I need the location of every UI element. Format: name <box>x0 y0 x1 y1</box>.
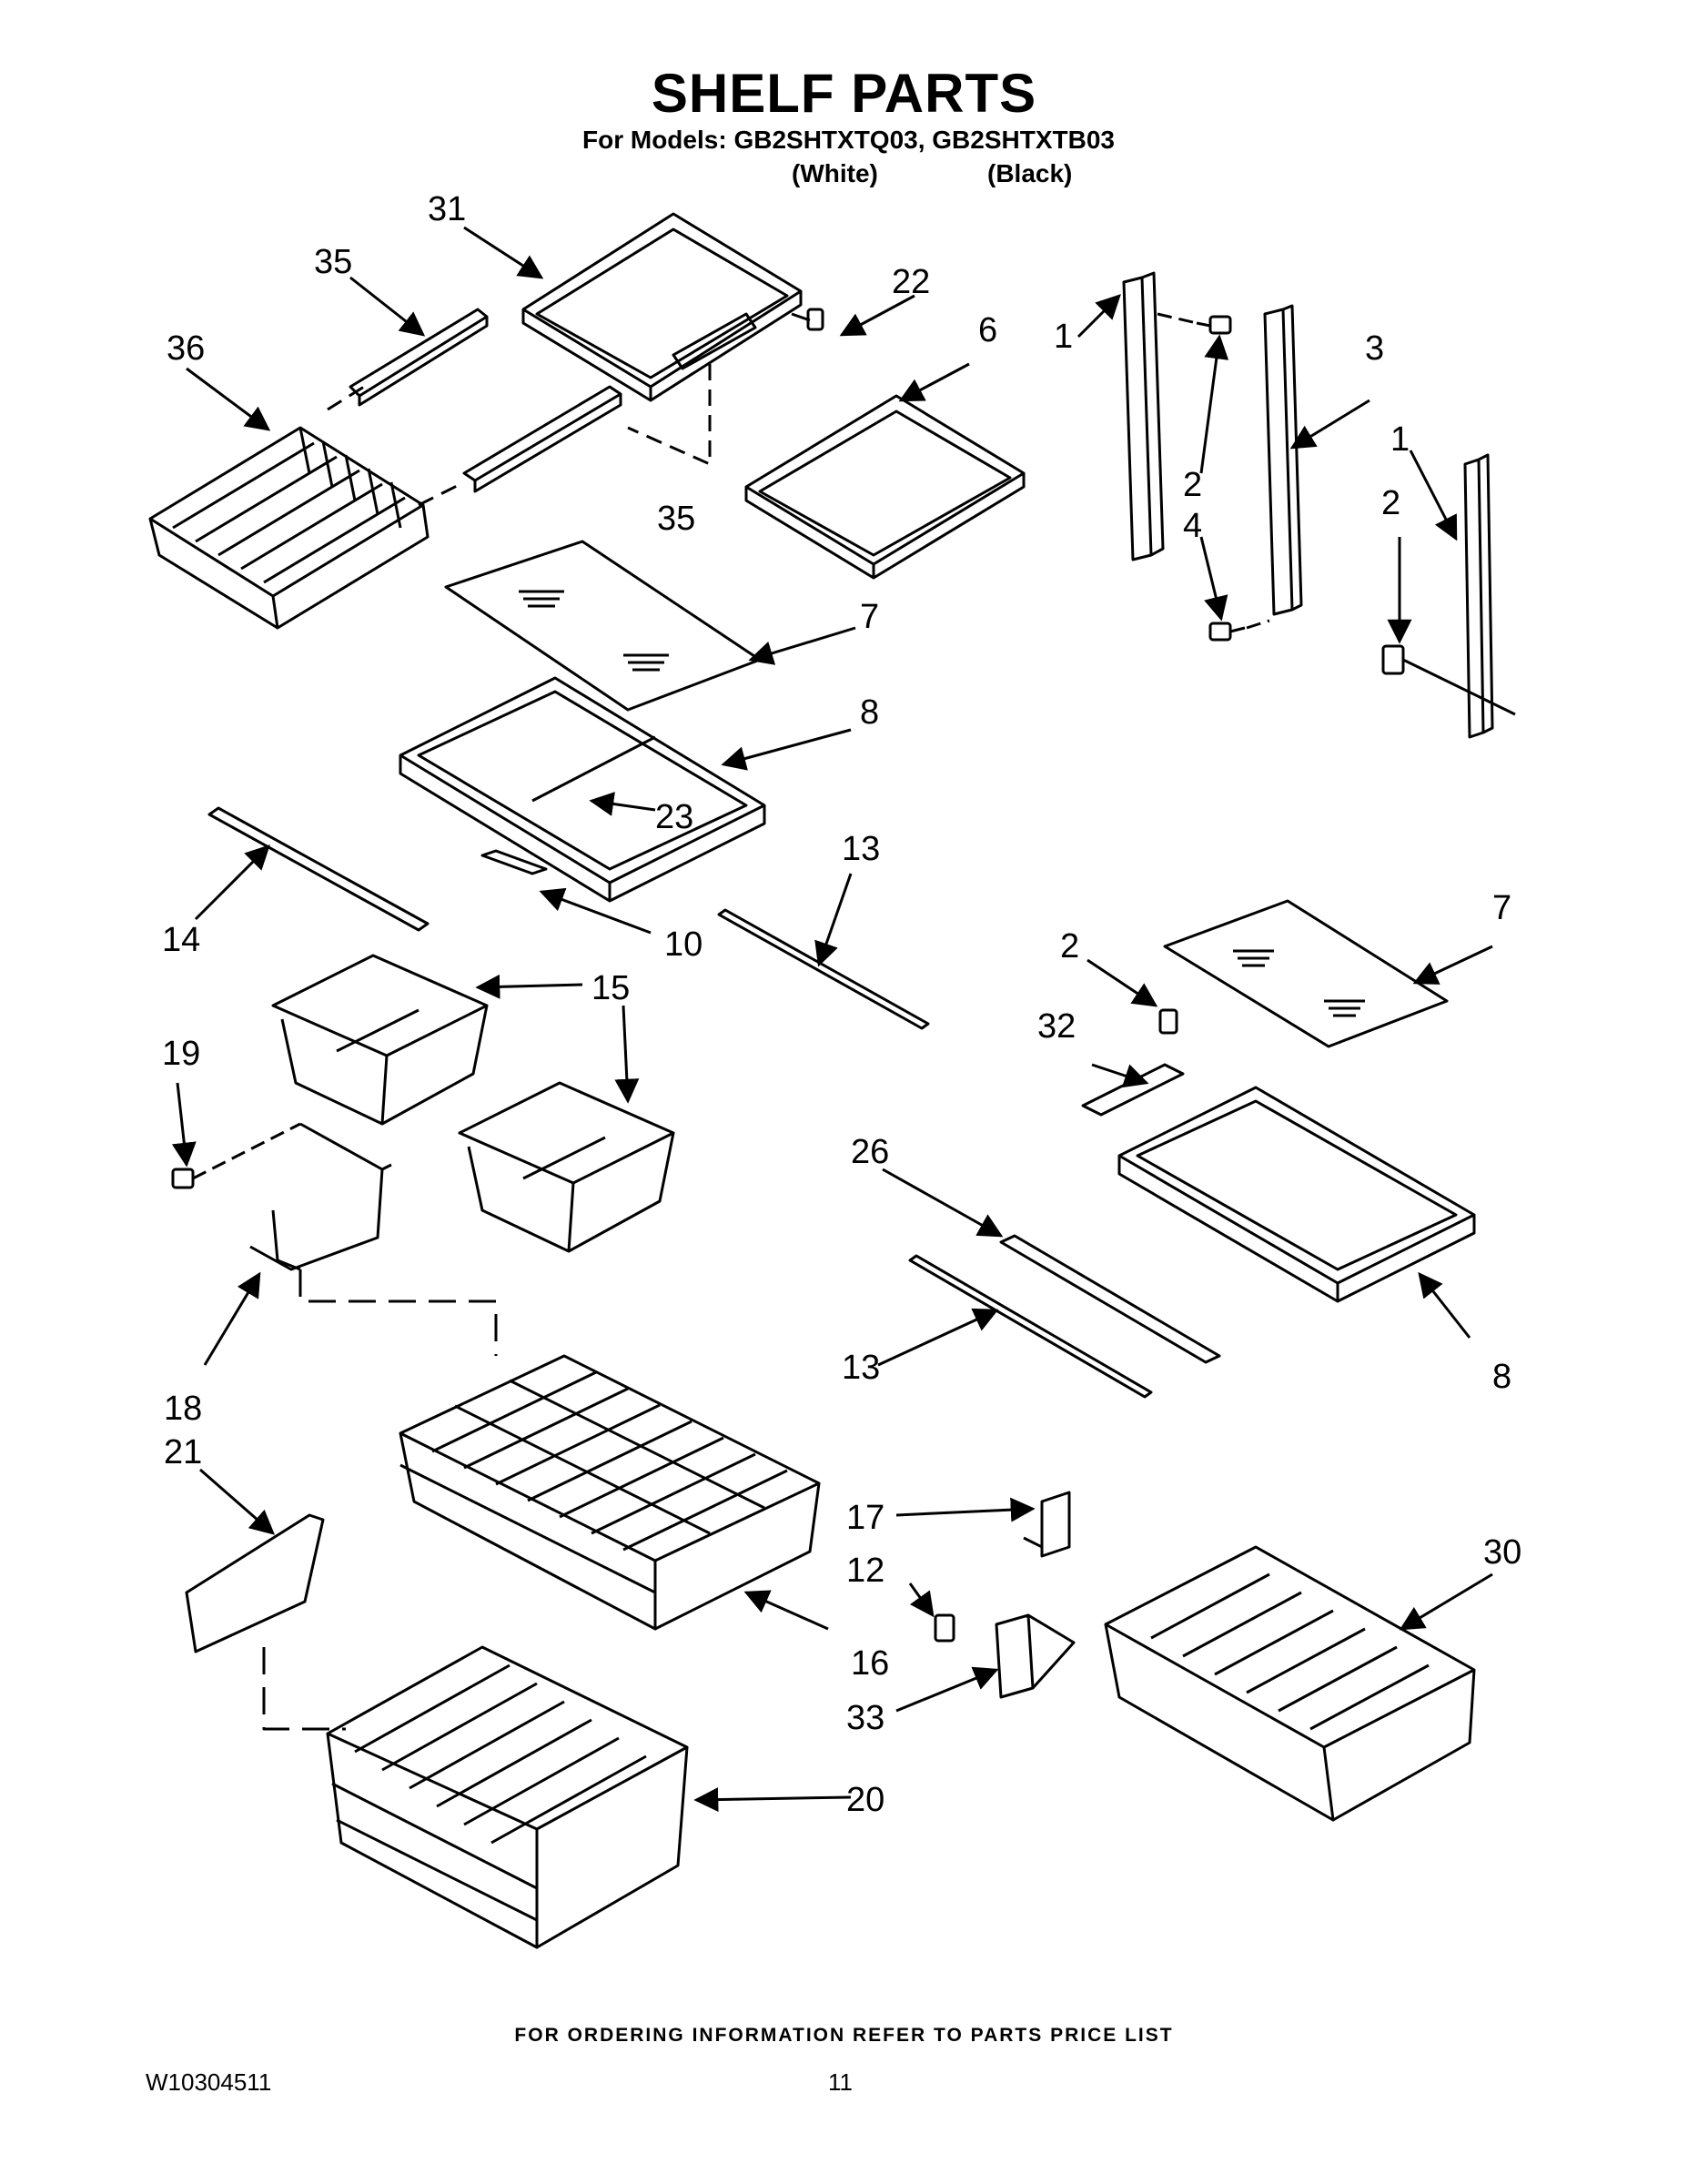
callout-10: 10 <box>664 925 702 964</box>
callout-2-upper: 2 <box>1183 466 1202 504</box>
part-18-bracket <box>249 1122 392 1271</box>
part-26-strip <box>999 1234 1221 1364</box>
callout-8-bottom: 8 <box>1492 1358 1511 1396</box>
part-2-screw-center <box>1158 1008 1178 1035</box>
part-35-slide-rail-bottom <box>462 385 622 493</box>
callout-13-upper: 13 <box>842 830 880 868</box>
part-8-shelf-assembly-bottom <box>1117 1086 1476 1303</box>
document-number: W10304511 <box>146 2068 272 2096</box>
callout-labels: 31 35 36 22 6 35 1 3 1 2 4 2 7 8 23 13 1… <box>162 190 1521 1819</box>
leader-lines <box>171 226 1493 1813</box>
callout-21: 21 <box>164 1433 202 1471</box>
part-2-screw-right <box>1381 644 1516 716</box>
models-line: For Models: GB2SHTXTQ03, GB2SHTXTB03 <box>582 126 1115 154</box>
callout-33: 33 <box>846 1699 884 1737</box>
part-4-screw <box>1208 622 1246 642</box>
callout-36: 36 <box>167 329 205 368</box>
part-7-glass-shelf-bottom <box>1163 899 1449 1048</box>
callout-20: 20 <box>846 1781 884 1819</box>
callout-3: 3 <box>1365 329 1384 368</box>
part-6-shelf-frame <box>744 394 1026 580</box>
part-30-pan <box>1104 1545 1476 1822</box>
part-13-strip-upper <box>717 908 930 1030</box>
callout-14: 14 <box>162 921 200 959</box>
part-12-screw <box>934 1613 955 1643</box>
part-20-wire-basket <box>326 1645 689 1949</box>
part-15-crisper-right <box>458 1081 675 1253</box>
color-white-label: (White) <box>792 159 878 187</box>
part-17-bracket <box>1023 1491 1071 1558</box>
part-16-wire-basket <box>399 1354 821 1631</box>
part-10-clip <box>480 849 548 875</box>
part-1-rail-left <box>1122 271 1165 561</box>
part-21-divider <box>185 1513 346 1731</box>
callout-22: 22 <box>892 263 930 301</box>
part-7-glass-shelf-top <box>444 540 762 712</box>
callout-23: 23 <box>655 798 693 836</box>
callout-7-bottom: 7 <box>1492 889 1511 927</box>
part-19-screw <box>171 1122 301 1189</box>
part-31-shelf-frame <box>521 212 803 402</box>
part-22-screw <box>791 308 824 331</box>
part-13-strip-lower <box>908 1254 1153 1399</box>
callout-8-top: 8 <box>860 693 879 732</box>
callout-2-right: 2 <box>1381 484 1400 522</box>
part-3-rail <box>1263 304 1303 616</box>
part-14-trim-strip <box>207 806 430 932</box>
part-15-crisper-left <box>271 954 489 1126</box>
page-title: SHELF PARTS <box>651 63 1037 124</box>
callout-1-left: 1 <box>1054 318 1073 356</box>
callout-35-bottom: 35 <box>657 500 695 538</box>
part-33-block <box>995 1613 1076 1699</box>
callout-12: 12 <box>846 1552 884 1590</box>
part-8-shelf-assembly-top <box>399 676 766 903</box>
callout-6: 6 <box>978 311 997 349</box>
callout-32: 32 <box>1037 1007 1076 1046</box>
color-black-label: (Black) <box>987 159 1073 187</box>
callout-7-top: 7 <box>860 598 879 636</box>
callout-13-lower: 13 <box>842 1349 880 1387</box>
callout-19: 19 <box>162 1035 200 1073</box>
callout-18: 18 <box>164 1390 202 1428</box>
callout-26: 26 <box>851 1133 889 1171</box>
part-36-wire-drawer <box>148 426 430 630</box>
part-32-bracket <box>1081 1063 1185 1117</box>
part-1-rail-right <box>1463 453 1494 739</box>
part-35-slide-rail-top <box>349 308 489 407</box>
part-2-screw-upper <box>1196 315 1232 335</box>
page-number: 11 <box>828 2068 853 2096</box>
callout-31: 31 <box>428 190 466 228</box>
ordering-note: FOR ORDERING INFORMATION REFER TO PARTS … <box>514 2025 1174 2046</box>
callout-1-right: 1 <box>1390 420 1410 459</box>
callout-2-center: 2 <box>1060 927 1079 966</box>
callout-15: 15 <box>591 969 630 1007</box>
callout-30: 30 <box>1483 1533 1521 1572</box>
callout-35-top: 35 <box>314 243 352 281</box>
callout-17: 17 <box>846 1499 884 1537</box>
callout-4: 4 <box>1183 507 1202 545</box>
callout-16: 16 <box>851 1644 889 1683</box>
